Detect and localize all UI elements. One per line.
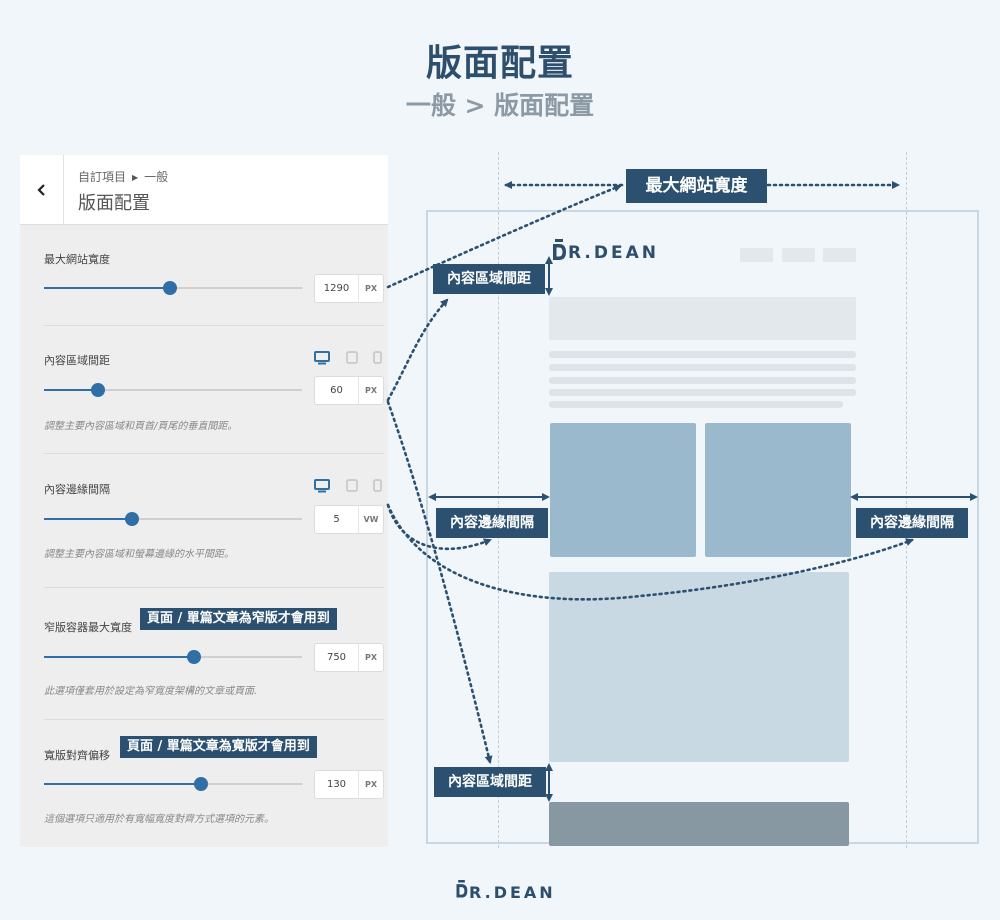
desktop-icon[interactable] <box>314 351 330 365</box>
slider-handle[interactable] <box>186 650 201 664</box>
desktop-icon[interactable] <box>314 479 330 493</box>
callout-content-spacing-top: 內容區域間距 <box>433 264 545 294</box>
wide-note-badge: 頁面 / 單篇文章為寬版才會用到 <box>120 736 317 758</box>
page-title: 版面配置 <box>425 43 574 84</box>
slider-handle[interactable] <box>91 383 106 397</box>
mock-footer <box>549 802 849 846</box>
back-button[interactable] <box>20 155 64 225</box>
slider-fill <box>44 518 132 520</box>
slider-fill <box>44 783 202 785</box>
divider <box>44 325 384 326</box>
setting-description: 調整主要內容區域和頁首/頁尾的垂直間距。 <box>44 421 238 432</box>
mock-nav-item <box>782 248 815 262</box>
mock-text-line <box>549 389 856 396</box>
unit-selector[interactable]: PX <box>364 284 378 293</box>
slider-handle[interactable] <box>163 281 178 295</box>
divider <box>44 453 384 454</box>
number-input-max-width[interactable]: 1290 PX <box>314 274 384 303</box>
mock-text-line <box>549 351 856 358</box>
slider-narrow-width[interactable] <box>44 650 302 664</box>
mock-logo-text: R.DEAN <box>568 243 659 263</box>
max-width-guide-left <box>498 152 499 848</box>
callout-max-width: 最大網站寬度 <box>626 169 767 203</box>
breadcrumb: 自訂項目 ▶ 一般 <box>78 168 168 185</box>
slider-fill <box>44 389 99 391</box>
customizer-panel: 自訂項目 ▶ 一般 版面配置 最大網站寬度 1290 PX 內容區域間距 60 PX… <box>20 155 388 847</box>
divider <box>44 587 384 588</box>
number-input-content-spacing[interactable]: 60 PX <box>314 376 384 405</box>
number-value[interactable]: 60 <box>315 377 359 404</box>
slider-handle[interactable] <box>124 512 139 526</box>
tablet-icon[interactable] <box>346 351 358 364</box>
mock-text-line <box>549 377 856 384</box>
breadcrumb-arrow-icon: ▶ <box>132 173 139 182</box>
page-subtitle: 一般 > 版面配置 <box>405 91 595 120</box>
max-width-guide-right <box>906 152 907 848</box>
mock-text-line <box>549 401 843 408</box>
panel-title: 版面配置 <box>78 193 150 214</box>
setting-label-edge-gap: 內容邊緣間隔 <box>44 483 110 496</box>
mobile-icon[interactable] <box>373 351 382 364</box>
breadcrumb-parent[interactable]: 自訂項目 <box>78 170 127 184</box>
setting-label-max-width: 最大網站寬度 <box>44 253 110 266</box>
setting-description: 此選項僅套用於設定為窄寬度架構的文章或頁面. <box>44 686 258 697</box>
unit-selector[interactable]: PX <box>364 386 378 395</box>
number-input-narrow-width[interactable]: 750 PX <box>314 643 384 672</box>
mobile-icon[interactable] <box>373 479 382 492</box>
slider-fill <box>44 656 194 658</box>
unit-selector[interactable]: PX <box>364 780 378 789</box>
mock-content-block <box>549 572 849 762</box>
mock-card <box>705 423 851 557</box>
panel-header: 自訂項目 ▶ 一般 版面配置 <box>20 155 388 225</box>
mock-card <box>550 423 696 557</box>
number-input-wide-offset[interactable]: 130 PX <box>314 770 384 799</box>
number-value[interactable]: 1290 <box>315 275 359 302</box>
number-value[interactable]: 130 <box>315 771 359 798</box>
mock-nav-item <box>823 248 856 262</box>
dr-dean-logo-icon <box>553 239 566 260</box>
number-input-edge-gap[interactable]: 5 VW <box>314 505 384 534</box>
callout-edge-gap-left: 內容邊緣間隔 <box>436 508 548 538</box>
tablet-icon[interactable] <box>346 479 358 492</box>
setting-label-wide-offset: 寬版對齊偏移 <box>44 749 110 762</box>
slider-max-width[interactable] <box>44 281 302 295</box>
callout-content-spacing-bottom: 內容區域間距 <box>434 767 546 797</box>
mock-banner <box>549 297 856 340</box>
slider-content-spacing[interactable] <box>44 383 302 397</box>
setting-label-content-spacing: 內容區域間距 <box>44 354 110 367</box>
footer-logo-text: R.DEAN <box>469 883 556 902</box>
chevron-left-icon <box>36 184 45 196</box>
mock-nav-item <box>740 248 773 262</box>
slider-edge-gap[interactable] <box>44 512 302 526</box>
callout-edge-gap-right: 內容邊緣間隔 <box>856 508 968 538</box>
unit-selector[interactable]: VW <box>363 515 379 524</box>
setting-description: 調整主要內容區域和螢幕邊緣的水平間距。 <box>44 549 234 560</box>
footer-logo-icon <box>456 880 468 898</box>
slider-wide-offset[interactable] <box>44 777 302 791</box>
setting-label-narrow-width: 窄版容器最大寬度 <box>44 621 132 634</box>
slider-fill <box>44 287 171 289</box>
number-value[interactable]: 5 <box>315 506 359 533</box>
mock-text-line <box>549 364 856 371</box>
slider-handle[interactable] <box>194 777 209 791</box>
narrow-note-badge: 頁面 / 單篇文章為窄版才會用到 <box>140 608 337 630</box>
setting-description: 這個選項只適用於有寬幅寬度對齊方式選項的元素。 <box>44 814 274 825</box>
divider <box>44 719 384 720</box>
breadcrumb-current: 一般 <box>144 170 169 184</box>
unit-selector[interactable]: PX <box>364 653 378 662</box>
number-value[interactable]: 750 <box>315 644 359 671</box>
